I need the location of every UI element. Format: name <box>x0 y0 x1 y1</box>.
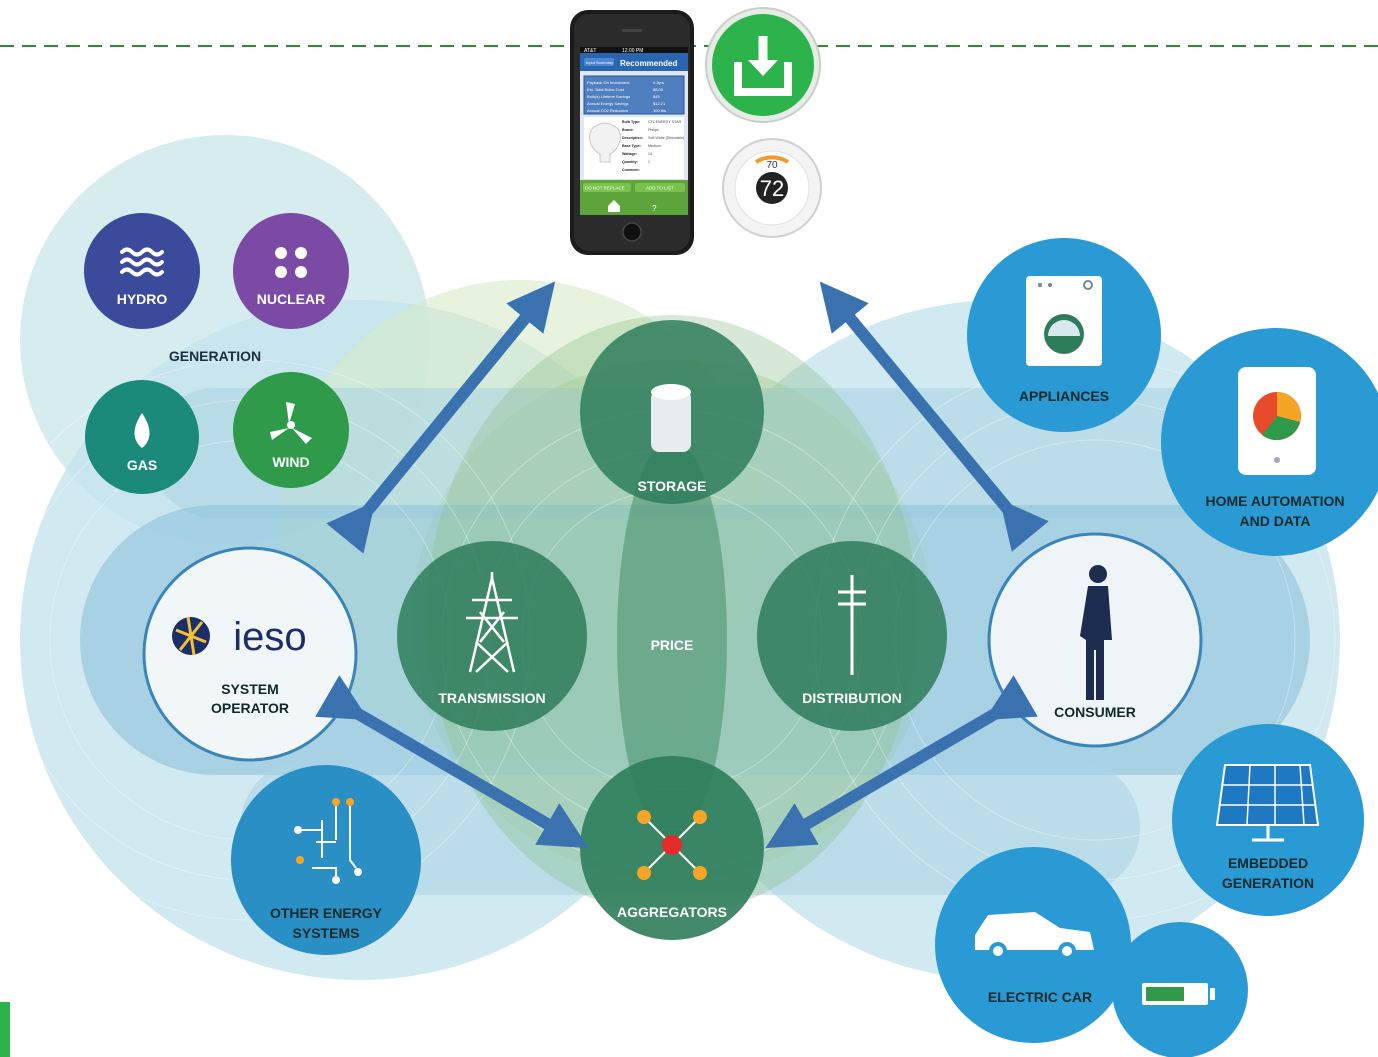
aggregators-label: AGGREGATORS <box>617 904 727 920</box>
transmission-label: TRANSMISSION <box>438 690 545 706</box>
system-operator-line2: OPERATOR <box>211 700 289 716</box>
nuclear-icon <box>275 247 307 278</box>
generation-title: GENERATION <box>169 348 261 364</box>
phone-detail-label: Comment: <box>622 168 640 172</box>
phone-summary-label: Payback On Investment <box>587 80 630 85</box>
car-icon <box>975 912 1094 960</box>
storage-label: STORAGE <box>638 478 707 494</box>
arrow-operator-top <box>326 281 556 554</box>
consumer-label: CONSUMER <box>1054 704 1136 720</box>
nuclear-label: NUCLEAR <box>257 291 325 307</box>
gas-label: GAS <box>127 457 157 473</box>
aggregators-icon <box>637 810 707 880</box>
phone-detail-value: Medium <box>648 144 661 148</box>
tablet-chart-icon <box>1238 367 1316 475</box>
battery-icon <box>1142 983 1215 1005</box>
phone-summary-label: Est. Total Bulbs Cost <box>587 87 625 92</box>
hydro-label: HYDRO <box>117 291 168 307</box>
phone-summary-value: $6.00 <box>653 87 664 92</box>
arrow-consumer-aggregators <box>765 675 1038 849</box>
thermostat: 70 72 <box>722 138 822 238</box>
phone-detail-list: Bulb Type: CFL ENERGY STAR Brand: PhilipsDe… <box>622 120 684 172</box>
phone-detail-value: Soft White (Dimmable) <box>648 136 684 140</box>
phone-time: 12:00 PM <box>622 48 643 54</box>
hydro-icon <box>120 247 164 277</box>
other-energy-line1: OTHER ENERGY <box>270 905 383 921</box>
ieso-logo-icon <box>172 616 210 656</box>
phone-title: Recommended <box>620 59 677 68</box>
flame-icon <box>134 413 150 448</box>
system-operator-line1: SYSTEM <box>221 681 279 697</box>
phone-btn-left[interactable]: DO NOT REPLACE <box>585 186 625 191</box>
system-operator-circle <box>142 546 358 762</box>
phone-summary-label: Annual Energy Savings <box>587 101 629 106</box>
phone-detail-value: 1 <box>648 160 650 164</box>
distribution-label: DISTRIBUTION <box>802 690 902 706</box>
phone-detail-label: Wattage: <box>622 152 637 156</box>
phone-detail-value: CFL ENERGY STAR <box>648 120 681 124</box>
wind-circle <box>233 372 349 488</box>
embedded-line1: EMBEDDED <box>1228 855 1308 871</box>
smartphone: AT&T 12:00 PM Input Summary Recommended … <box>570 10 694 255</box>
phone-detail-value: 14 <box>648 152 652 156</box>
home-automation-line1: HOME AUTOMATION <box>1206 493 1345 509</box>
phone-detail-label: Brand: <box>622 128 634 132</box>
arrow-operator-aggregators <box>315 675 589 849</box>
washing-machine-icon <box>1026 276 1102 366</box>
storage-icon <box>651 384 691 452</box>
other-energy-line2: SYSTEMS <box>293 925 360 941</box>
price-label: PRICE <box>651 637 694 653</box>
electric-car-label: ELECTRIC CAR <box>988 989 1092 1005</box>
phone-tab-left[interactable]: Input Summary <box>586 60 613 65</box>
thermostat-current: 72 <box>760 176 784 201</box>
phone-summary-value: 0.3yrs <box>653 80 664 85</box>
wind-label: WIND <box>272 454 309 470</box>
wind-turbine-icon <box>270 402 312 444</box>
thermostat-setpoint: 70 <box>766 160 778 171</box>
solar-panel-icon <box>1215 764 1320 842</box>
phone-summary-label: Bulb(s) Lifetime Savings <box>587 94 630 99</box>
arrow-consumer-top <box>819 281 1049 552</box>
ieso-logo-text: ieso <box>233 615 306 659</box>
phone-detail-label: Description: <box>622 136 643 140</box>
phone-btn-right[interactable]: ADD TO LIST <box>646 186 674 191</box>
phone-help-icon[interactable]: ? <box>652 204 657 213</box>
phone-summary-label: Annual CO2 Reduction <box>587 108 628 113</box>
distribution-pole-icon <box>838 575 866 675</box>
appliances-label: APPLIANCES <box>1019 388 1109 404</box>
nuclear-circle <box>233 213 349 329</box>
corner-green-block <box>0 1002 10 1057</box>
phone-summary-value: $12.21 <box>653 101 666 106</box>
transmission-tower-icon <box>466 572 518 673</box>
phone-detail-value: Philips <box>648 128 659 132</box>
price-lens <box>617 440 727 840</box>
phone-summary-value: $45 <box>653 94 660 99</box>
person-icon <box>1080 565 1112 700</box>
phone-home-icon[interactable] <box>608 200 620 212</box>
download-icon[interactable] <box>705 7 821 123</box>
embedded-line2: GENERATION <box>1222 875 1314 891</box>
phone-summary-value: 100 lbs <box>653 108 666 113</box>
phone-detail-label: Quantity: <box>622 160 638 164</box>
phone-detail-label: Bulb Type: <box>622 120 640 124</box>
home-automation-line2: AND DATA <box>1239 513 1310 529</box>
arrows <box>315 281 1049 849</box>
phone-detail-label: Base Type: <box>622 144 641 148</box>
phone-carrier: AT&T <box>584 48 596 54</box>
